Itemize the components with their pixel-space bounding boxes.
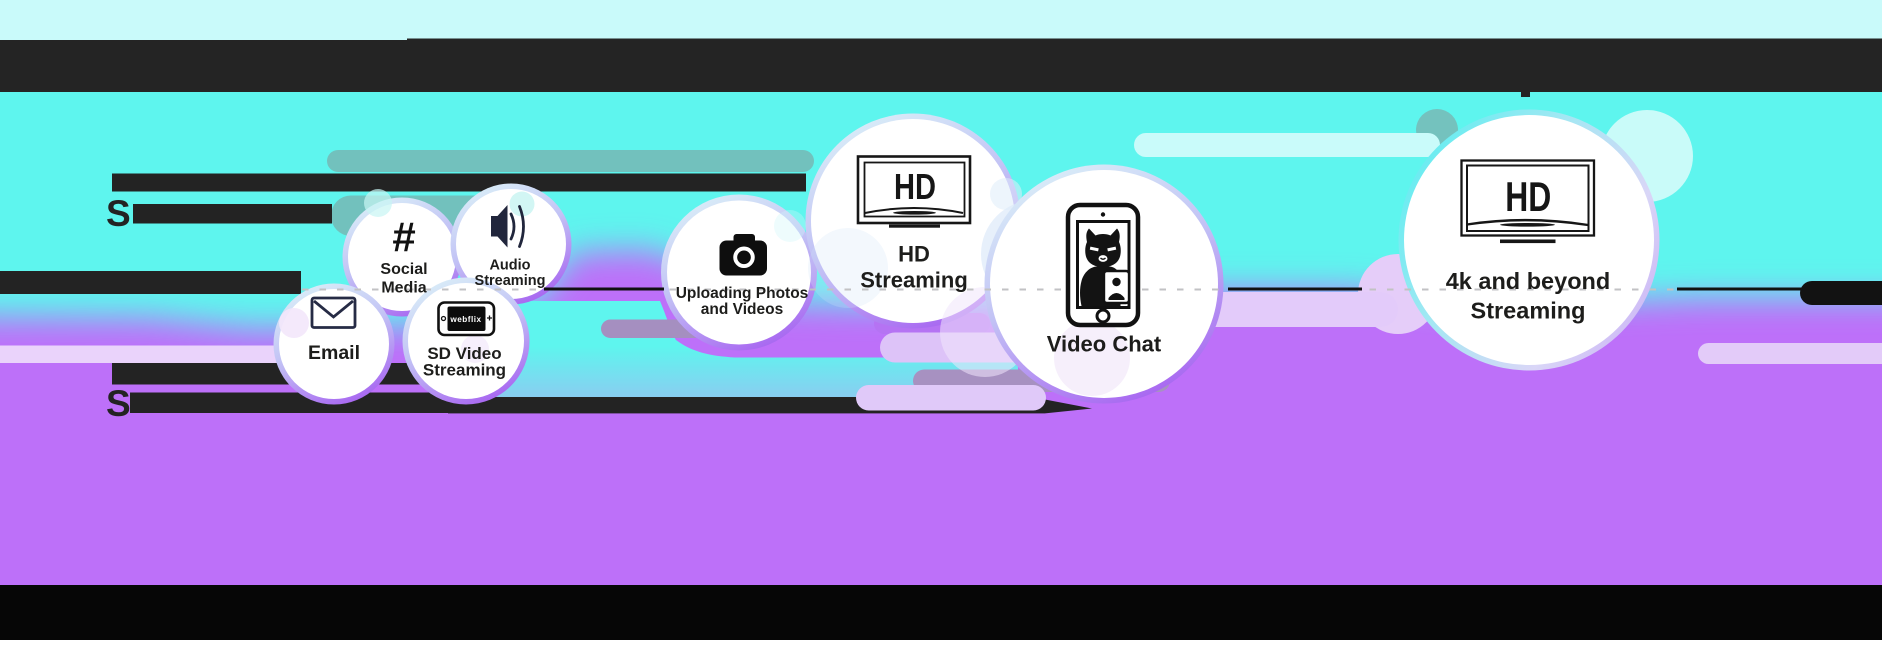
svg-text:Streaming: Streaming bbox=[860, 268, 968, 293]
svg-text:Media: Media bbox=[381, 280, 426, 297]
svg-text:webflix: webflix bbox=[449, 315, 481, 324]
svg-text:HD: HD bbox=[898, 242, 930, 267]
svg-text:and Videos: and Videos bbox=[701, 301, 783, 318]
svg-text:HD: HD bbox=[1505, 173, 1551, 220]
svg-text:Audio: Audio bbox=[489, 258, 530, 274]
svg-text:Email: Email bbox=[308, 342, 360, 364]
svg-text:SD Video: SD Video bbox=[427, 344, 501, 363]
svg-text:S: S bbox=[106, 383, 131, 424]
svg-text:Video Chat: Video Chat bbox=[1047, 332, 1162, 357]
svg-text:Social: Social bbox=[380, 261, 427, 278]
svg-text:Streaming: Streaming bbox=[475, 273, 546, 289]
svg-text:HD: HD bbox=[894, 166, 936, 207]
svg-text:#: # bbox=[392, 214, 415, 261]
svg-text:4k and beyond: 4k and beyond bbox=[1446, 268, 1611, 294]
svg-text:Uploading Photos: Uploading Photos bbox=[676, 285, 809, 302]
svg-text:S: S bbox=[106, 193, 131, 234]
svg-text:Streaming: Streaming bbox=[423, 361, 506, 380]
svg-text:Streaming: Streaming bbox=[1471, 298, 1586, 324]
